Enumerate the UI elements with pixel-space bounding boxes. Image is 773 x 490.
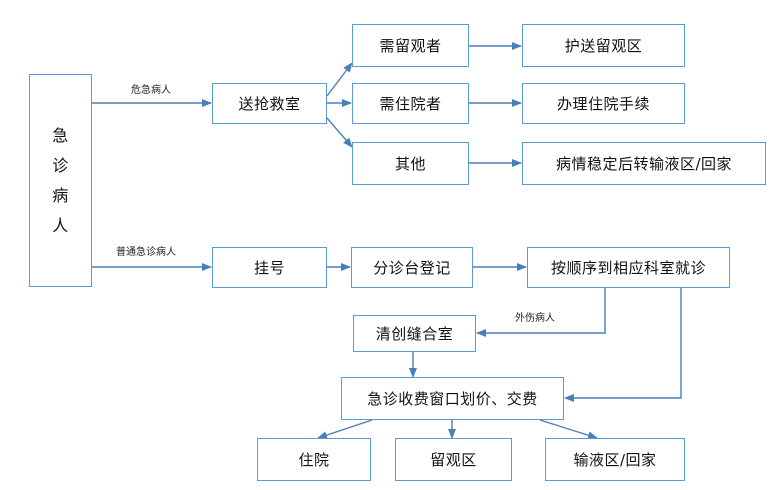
- node-debridement: 清创缝合室: [353, 315, 476, 352]
- node-registration: 挂号: [212, 247, 327, 288]
- node-escort-observation: 护送留观区: [522, 24, 685, 67]
- node-admission-procedures: 办理住院手续: [522, 83, 685, 124]
- arrow-dept-to-payment: [564, 287, 682, 402]
- node-observation-area: 留观区: [395, 438, 512, 481]
- arrow-to-other: [326, 117, 353, 148]
- start-char-1: 急: [52, 125, 69, 145]
- node-infusion-home: 输液区/回家: [545, 438, 685, 481]
- label-normal-patient: 普通急诊病人: [116, 247, 176, 258]
- start-char-3: 病: [52, 185, 69, 205]
- label-critical-patient: 危急病人: [131, 85, 171, 96]
- start-node-emergency-patient: 急 诊 病 人: [29, 74, 92, 287]
- node-other: 其他: [352, 142, 469, 185]
- label-trauma-patient: 外伤病人: [515, 313, 555, 324]
- node-dept-visit: 按顺序到相应科室就诊: [527, 247, 730, 288]
- node-need-hospitalization: 需住院者: [352, 83, 469, 124]
- node-triage: 分诊台登记: [351, 247, 473, 288]
- start-char-2: 诊: [52, 155, 69, 175]
- arrow-to-debridement: [476, 287, 606, 337]
- node-payment: 急诊收费窗口划价、交费: [341, 377, 564, 420]
- node-rescue-room: 送抢救室: [212, 83, 327, 124]
- node-need-observation: 需留观者: [352, 24, 469, 67]
- arrow-to-infusion-home: [539, 419, 598, 440]
- arrow-to-hospitalize: [317, 419, 373, 439]
- node-stable-transfer: 病情稳定后转输液区/回家: [522, 142, 766, 185]
- arrow-to-need-observation: [326, 62, 353, 97]
- node-hospitalize: 住院: [257, 438, 371, 481]
- start-char-4: 人: [52, 215, 69, 235]
